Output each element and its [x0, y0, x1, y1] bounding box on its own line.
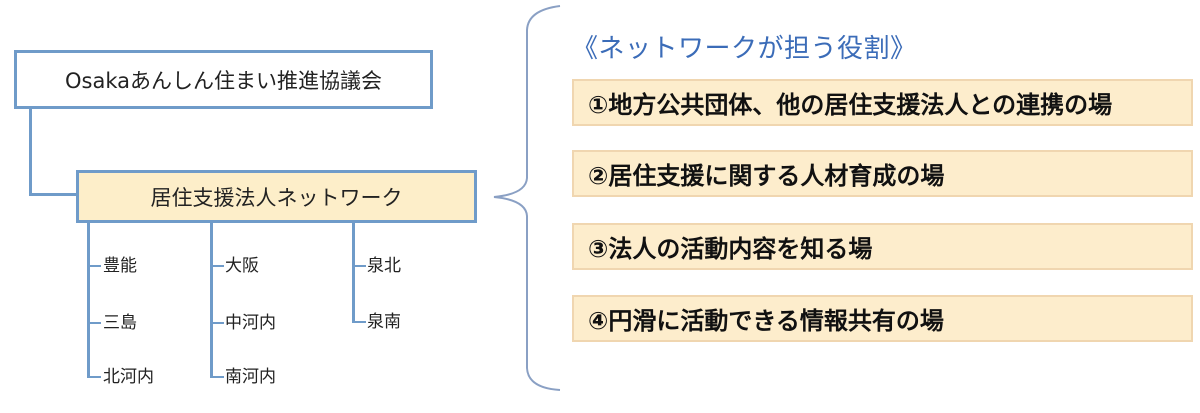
branch-tick — [352, 265, 366, 267]
role-item-label: ④円滑に活動できる情報共有の場 — [588, 307, 944, 335]
branch-item: 豊能 — [103, 256, 137, 276]
role-item-3: ③法人の活動内容を知る場 — [572, 223, 1193, 270]
branch-item: 南河内 — [225, 367, 276, 387]
branch-tick — [352, 321, 366, 323]
branch-trunk — [87, 222, 90, 378]
branch-tick — [87, 322, 101, 324]
role-item-label: ②居住支援に関する人材育成の場 — [588, 162, 945, 190]
top-organization-box: Osakaあんしん住まい推進協議会 — [14, 50, 433, 109]
branch-item: 泉北 — [367, 256, 401, 276]
roles-title: 《ネットワークが担う役割》 — [572, 34, 917, 64]
branch-trunk — [210, 222, 213, 378]
branch-tick — [87, 376, 101, 378]
branch-item: 中河内 — [225, 313, 276, 333]
role-item-4: ④円滑に活動できる情報共有の場 — [572, 295, 1193, 342]
connector-vertical — [29, 108, 32, 196]
branch-tick — [87, 265, 101, 267]
branch-tick — [210, 265, 224, 267]
branch-item: 泉南 — [367, 312, 401, 332]
branch-tick — [210, 376, 224, 378]
connector-horizontal — [29, 193, 77, 196]
branch-trunk — [352, 222, 355, 323]
role-item-label: ③法人の活動内容を知る場 — [588, 235, 873, 263]
network-box: 居住支援法人ネットワーク — [76, 170, 477, 223]
branch-item: 北河内 — [103, 367, 154, 387]
role-item-label: ①地方公共団体、他の居住支援法人との連携の場 — [588, 91, 1113, 119]
branch-item: 三島 — [103, 313, 137, 333]
role-item-1: ①地方公共団体、他の居住支援法人との連携の場 — [572, 79, 1193, 126]
branch-tick — [210, 322, 224, 324]
network-label: 居住支援法人ネットワーク — [150, 185, 403, 210]
role-item-2: ②居住支援に関する人材育成の場 — [572, 150, 1193, 197]
top-organization-label: Osakaあんしん住まい推進協議会 — [65, 68, 382, 93]
branch-item: 大阪 — [225, 256, 259, 276]
